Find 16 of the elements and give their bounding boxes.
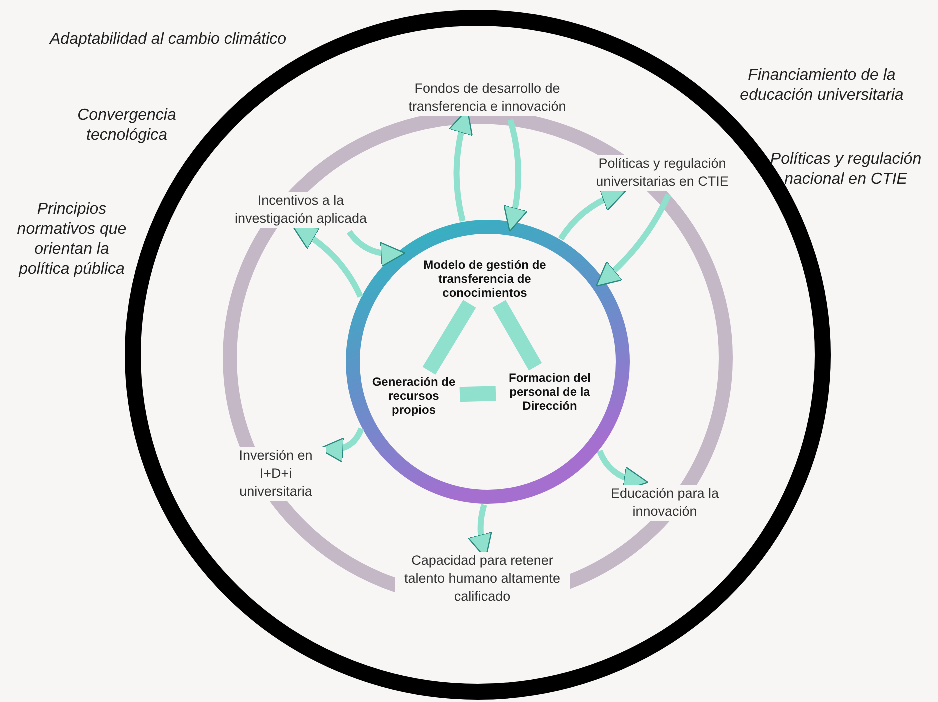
connector-bar — [460, 386, 496, 402]
component-label: Modelo de gestión de transferencia de conocimientos — [410, 258, 560, 300]
component-label: Formacion del personal de la Dirección — [500, 371, 600, 413]
connector-bar — [422, 300, 476, 375]
curved-arrow — [503, 119, 528, 232]
factor-label: Principios normativos que orientan la política pública — [16, 200, 128, 280]
factor-label: Financiamiento de la educación universitaria — [739, 66, 905, 106]
factor-label: Capacidad para retener talento humano altamente calificado — [395, 552, 570, 606]
curved-arrow — [347, 230, 406, 267]
factor-label: Convergencia tecnológica — [76, 106, 178, 146]
component-label: Generación de recursos propios — [372, 375, 456, 417]
factor-label: Adaptabilidad al cambio climático — [50, 30, 288, 50]
factor-label: Políticas y regulación nacional en CTIE — [769, 150, 923, 190]
curved-arrow — [596, 194, 672, 288]
curved-arrow — [292, 226, 364, 298]
connector-bar — [492, 300, 542, 371]
